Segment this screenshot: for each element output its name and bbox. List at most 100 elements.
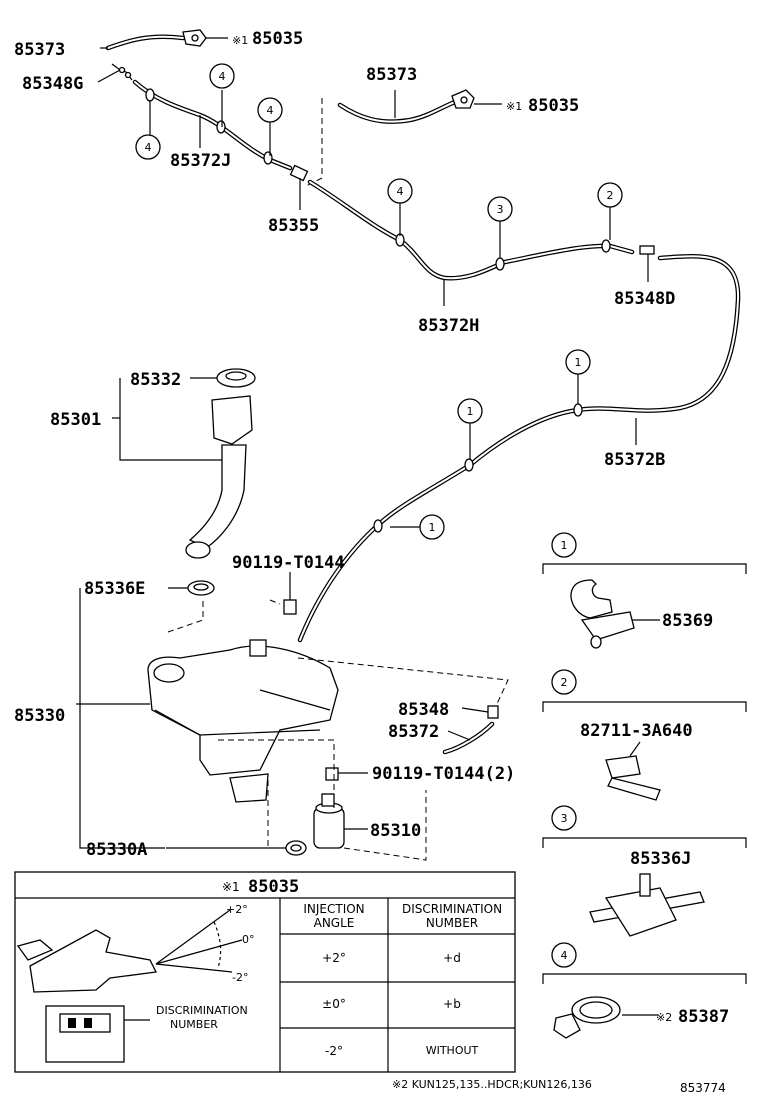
filler-pipe-85301 bbox=[185, 395, 253, 559]
circle-callout-4-d: 4 bbox=[387, 178, 413, 204]
discrimination-sketch: DISCRIMINATION NUMBER bbox=[45, 1004, 248, 1063]
clamp-85372b-1b bbox=[464, 458, 474, 472]
nozzle-85035-mid bbox=[451, 89, 475, 109]
table-row-2-angle: ±0° bbox=[322, 997, 346, 1011]
circle-callout-4-a: 4 bbox=[209, 63, 235, 89]
label-85035-top: 85035 bbox=[252, 29, 303, 49]
label-85372: 85372 bbox=[388, 722, 439, 742]
svg-text:3: 3 bbox=[497, 203, 504, 216]
table-row-3-angle: -2° bbox=[325, 1044, 343, 1058]
guide-dash-tank-top bbox=[297, 657, 509, 707]
nozzle-angle-table: ※1 85035 INJECTION ANGLE DISCRIMINATION … bbox=[14, 871, 516, 1073]
table-title-part: 85035 bbox=[248, 877, 299, 897]
table-header-angle-2: ANGLE bbox=[314, 916, 355, 930]
figure-number: 853774 bbox=[680, 1081, 726, 1095]
detail-panel-3: 3 85336J bbox=[542, 805, 747, 937]
label-85348d: 85348D bbox=[614, 289, 675, 309]
nozzle-angle-sketch: +2° 0° -2° bbox=[16, 903, 255, 993]
circle-callout-4-b: 4 bbox=[257, 97, 283, 123]
table-row-2-number: +b bbox=[443, 997, 461, 1011]
svg-text:1: 1 bbox=[561, 539, 568, 552]
circle-callout-3: 3 bbox=[487, 196, 513, 222]
circle-callout-1-c: 1 bbox=[419, 514, 445, 540]
guide-dash-seal bbox=[167, 598, 204, 633]
label-85035-mid: 85035 bbox=[528, 96, 579, 116]
circle-callout-1-b: 1 bbox=[457, 398, 483, 424]
label-85373-mid: 85373 bbox=[366, 65, 417, 85]
label-85372b: 85372B bbox=[604, 450, 665, 470]
label-85369: 85369 bbox=[662, 611, 713, 631]
detail-panel-2: 2 82711-3A640 bbox=[542, 669, 747, 801]
svg-text:1: 1 bbox=[575, 356, 582, 369]
label-82711-3a640: 82711-3A640 bbox=[580, 721, 693, 741]
label-85310: 85310 bbox=[370, 821, 421, 841]
hose-85372h bbox=[307, 179, 635, 281]
table-row-1-angle: +2° bbox=[322, 951, 346, 965]
table-row-3-number: WITHOUT bbox=[426, 1044, 479, 1057]
pump-85310 bbox=[313, 793, 345, 849]
svg-text:4: 4 bbox=[145, 141, 152, 154]
table-header-number-1: DISCRIMINATION bbox=[402, 902, 502, 916]
table-title-mark: ※1 bbox=[222, 880, 240, 894]
label-90119-a: 90119-T0144 bbox=[232, 553, 345, 573]
hose-85372b bbox=[297, 254, 741, 643]
mark-2: ※2 bbox=[656, 1011, 672, 1024]
mark-1-top: ※1 bbox=[232, 34, 248, 47]
hose-85373-mid bbox=[337, 97, 463, 124]
clamp-85372h-3 bbox=[495, 257, 505, 271]
joint-85355 bbox=[289, 164, 309, 210]
clamp-85372j-2 bbox=[216, 120, 226, 134]
circle-callout-4-c: 4 bbox=[135, 134, 161, 160]
label-85373-top: 85373 bbox=[14, 40, 65, 60]
disc-label-1: DISCRIMINATION bbox=[156, 1004, 248, 1017]
connector-85348d bbox=[639, 245, 655, 282]
detail-panel-4: 4 ※2 85387 bbox=[542, 942, 747, 1039]
bolt-90119-b bbox=[325, 767, 339, 781]
label-85301: 85301 bbox=[50, 410, 101, 430]
label-85336j: 85336J bbox=[630, 849, 691, 869]
bolt-90119-a bbox=[283, 580, 297, 615]
label-85372h: 85372H bbox=[418, 316, 479, 336]
connector-85348g bbox=[111, 63, 133, 81]
label-85348g: 85348G bbox=[22, 74, 83, 94]
clamp-85372j-1 bbox=[145, 88, 155, 102]
svg-text:4: 4 bbox=[397, 185, 404, 198]
grommet-85330a bbox=[285, 840, 307, 856]
disc-label-2: NUMBER bbox=[170, 1018, 218, 1031]
svg-text:4: 4 bbox=[561, 949, 568, 962]
svg-text:1: 1 bbox=[429, 521, 436, 534]
circle-callout-1-a: 1 bbox=[565, 349, 591, 375]
label-85330: 85330 bbox=[14, 706, 65, 726]
footnote: ※2 KUN125,135..HDCR;KUN126,136 bbox=[392, 1078, 592, 1091]
label-90119-b: 90119-T0144(2) bbox=[372, 764, 515, 784]
angle-zero-label: 0° bbox=[242, 933, 255, 946]
hose-85372 bbox=[442, 721, 495, 755]
clamp-85372j-3 bbox=[263, 151, 273, 165]
clamp-85372b-1a bbox=[573, 403, 583, 417]
label-85348: 85348 bbox=[398, 700, 449, 720]
hose-85373-top bbox=[105, 34, 186, 51]
guide-dash-top bbox=[305, 98, 323, 187]
label-85330a: 85330A bbox=[86, 840, 147, 860]
mark-1-mid: ※1 bbox=[506, 100, 522, 113]
label-85332: 85332 bbox=[130, 370, 181, 390]
seal-85336e bbox=[187, 580, 215, 596]
clamp-85372b-1c bbox=[373, 519, 383, 533]
label-85355: 85355 bbox=[268, 216, 319, 236]
circle-callout-2: 2 bbox=[597, 182, 623, 208]
cap-85332 bbox=[216, 368, 256, 388]
svg-text:1: 1 bbox=[467, 405, 474, 418]
clamp-85372h-2 bbox=[601, 239, 611, 253]
table-header-number-2: NUMBER bbox=[426, 916, 478, 930]
label-85387: 85387 bbox=[678, 1007, 729, 1027]
connector-85348 bbox=[487, 705, 499, 719]
table-row-1-number: +d bbox=[443, 951, 461, 965]
label-85372j: 85372J bbox=[170, 151, 231, 171]
tank-85330 bbox=[147, 639, 339, 803]
label-85336e: 85336E bbox=[84, 579, 145, 599]
svg-text:3: 3 bbox=[561, 812, 568, 825]
angle-minus-label: -2° bbox=[232, 971, 248, 984]
svg-text:4: 4 bbox=[267, 104, 274, 117]
guide-dash-tank-pump bbox=[218, 739, 335, 808]
